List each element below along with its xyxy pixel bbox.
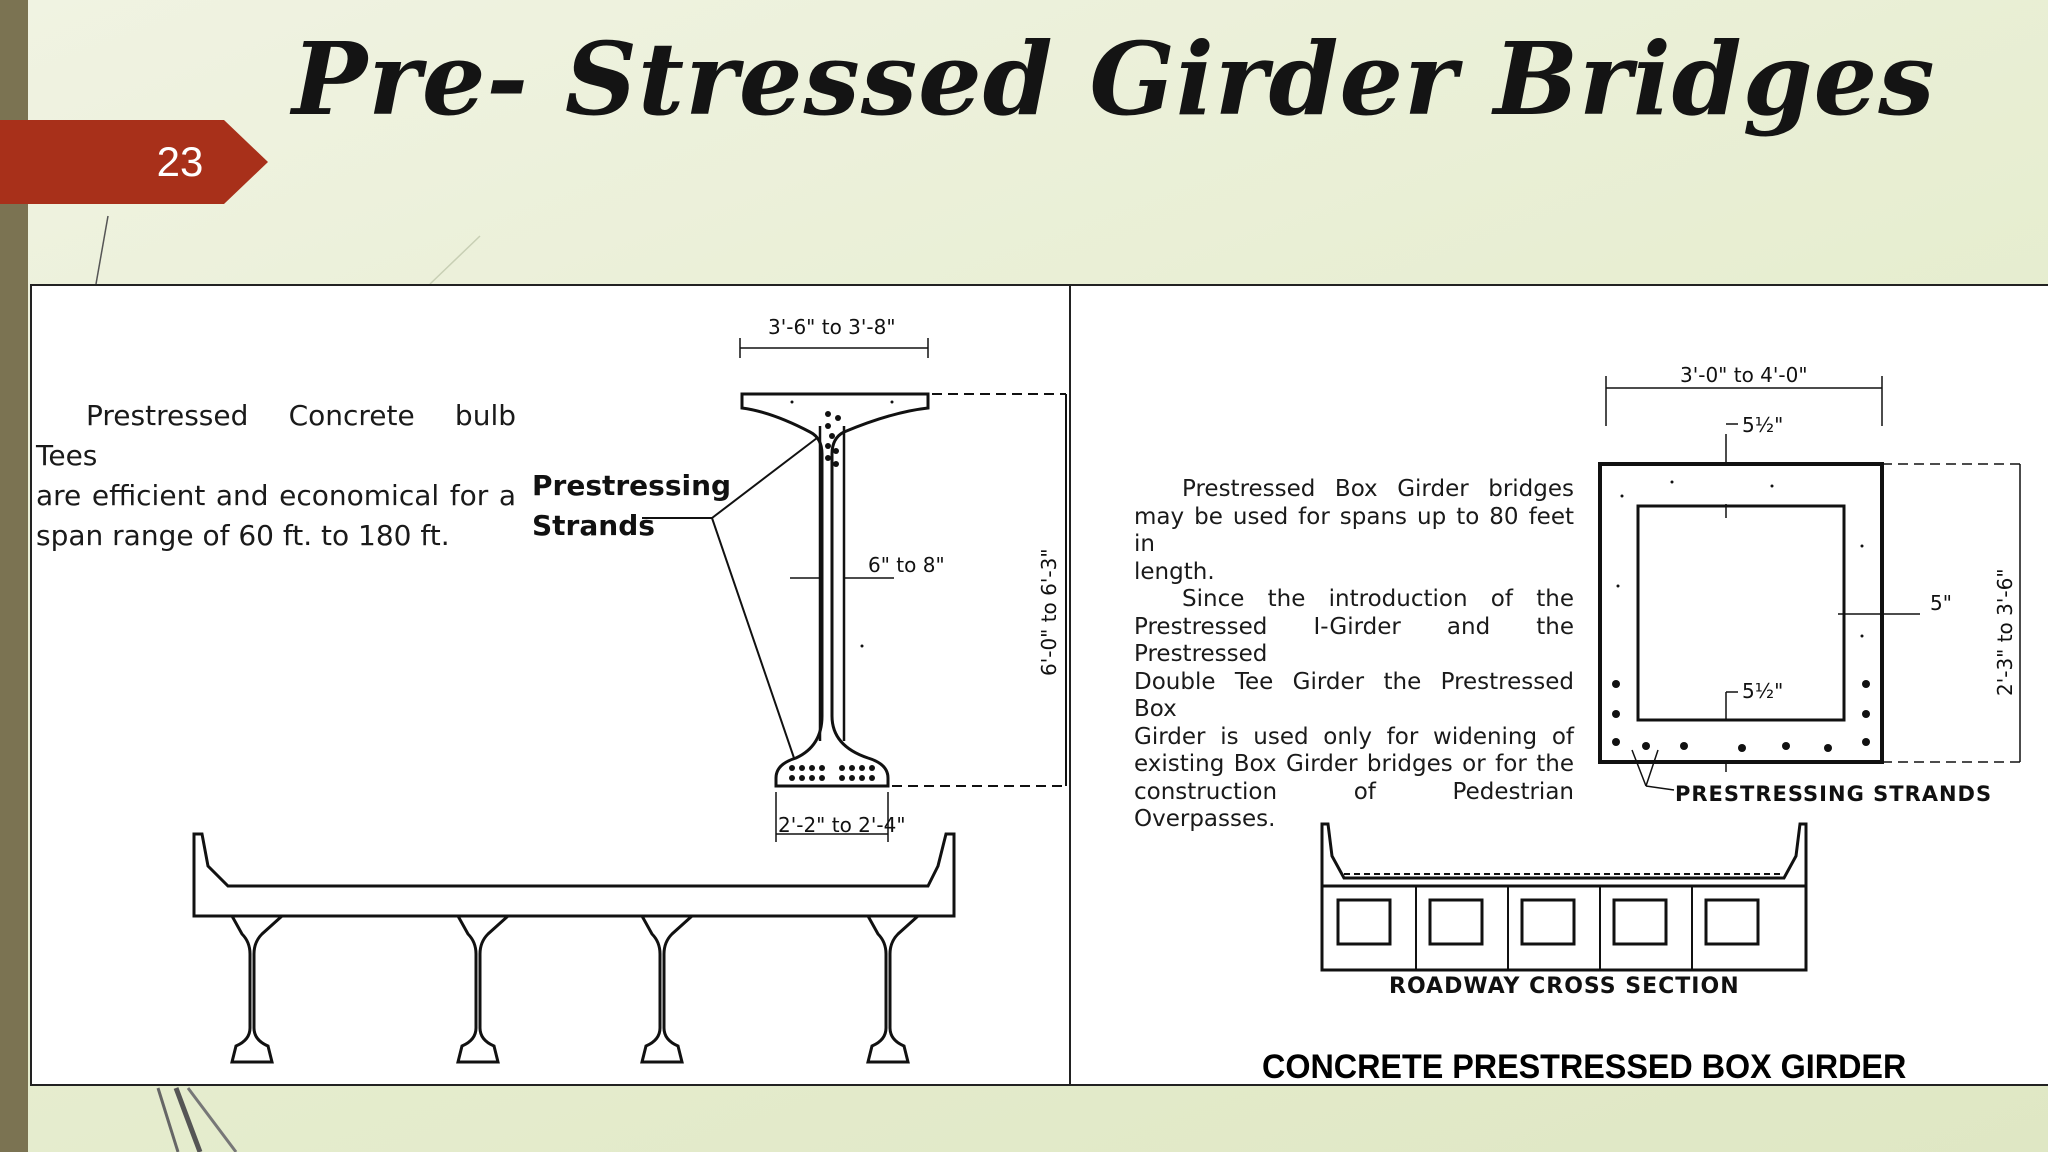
box-text-line: Girder is used only for widening of [1134, 723, 1574, 750]
bulb-tee-deck-section [192, 832, 956, 1064]
box-girder-section [1598, 376, 2022, 791]
deck-girder [455, 914, 512, 1064]
box-height-dim: 2'-3" to 3'-6" [1993, 568, 2017, 696]
bulb-bottom-width-dim: 2'-2" to 2'-4" [778, 813, 906, 837]
box-girder-strands [1612, 480, 1870, 752]
bulb-text-line: span range of 60 ft. to 180 ft. [36, 519, 450, 552]
deck-girder [865, 914, 922, 1064]
strands-label-line: Prestressing [532, 469, 732, 502]
prestressing-strands-label: Prestressing Strands [532, 466, 731, 546]
box-girder-main-caption: CONCRETE PRESTRESSED BOX GIRDER [1262, 1048, 1907, 1086]
box-text-line: construction of Pedestrian Overpasses. [1134, 778, 1574, 833]
slide-number: 23 [156, 138, 204, 185]
bulb-text-line: Prestressed Concrete bulb Tees [36, 399, 516, 472]
strands-label-line: Strands [532, 509, 655, 542]
slide-title: Pre- Stressed Girder Bridges [292, 20, 1936, 138]
box-text-line: Prestressed Box Girder bridges [1182, 476, 1574, 502]
bulb-tee-strands [789, 400, 894, 781]
bulb-tee-section [739, 338, 930, 788]
bulb-height-dim: 6'-0" to 6'-3" [1037, 548, 1061, 676]
bulb-tee-description: Prestressed Concrete bulb Tees are effic… [36, 396, 516, 556]
box-top-width-dim: 3'-0" to 4'-0" [1680, 363, 1808, 387]
roadway-cross-section [1320, 822, 1808, 972]
bulb-text-line: are efficient and economical for a [36, 479, 516, 512]
bulb-tee-dimensions [642, 393, 1067, 842]
box-text-line: may be used for spans up to 80 feet in [1134, 503, 1574, 558]
box-text-line: Prestressed I-Girder and the Prestressed [1134, 613, 1574, 668]
box-text-line: Double Tee Girder the Prestressed Box [1134, 668, 1574, 723]
panel-divider [1069, 286, 1071, 1084]
content-panel: Prestressed Concrete bulb Tees are effic… [30, 284, 2048, 1086]
deck-girder [229, 914, 286, 1064]
box-top-thickness-dim: 5½" [1742, 413, 1783, 437]
box-text-line: Since the introduction of the [1182, 586, 1574, 612]
slide-number-badge [0, 120, 268, 204]
bulb-web-dim: 6" to 8" [868, 553, 945, 577]
box-text-line: length. [1134, 558, 1215, 585]
deck-girder [639, 914, 696, 1064]
girder-diagrams: 3'-6" to 3'-8" 6" to 8" 2'-2" to 2'-4" 6… [192, 315, 2022, 1064]
bulb-top-width-dim: 3'-6" to 3'-8" [768, 315, 896, 339]
box-girder-description: Prestressed Box Girder bridges may be us… [1134, 476, 1574, 834]
box-side-thickness-dim: 5" [1930, 591, 1952, 615]
box-bottom-thickness-dim: 5½" [1742, 679, 1783, 703]
box-text-line: existing Box Girder bridges or for the [1134, 751, 1574, 777]
box-strands-caption: PRESTRESSING STRANDS [1675, 782, 1993, 806]
roadway-cross-section-caption: ROADWAY CROSS SECTION [1389, 974, 1740, 999]
